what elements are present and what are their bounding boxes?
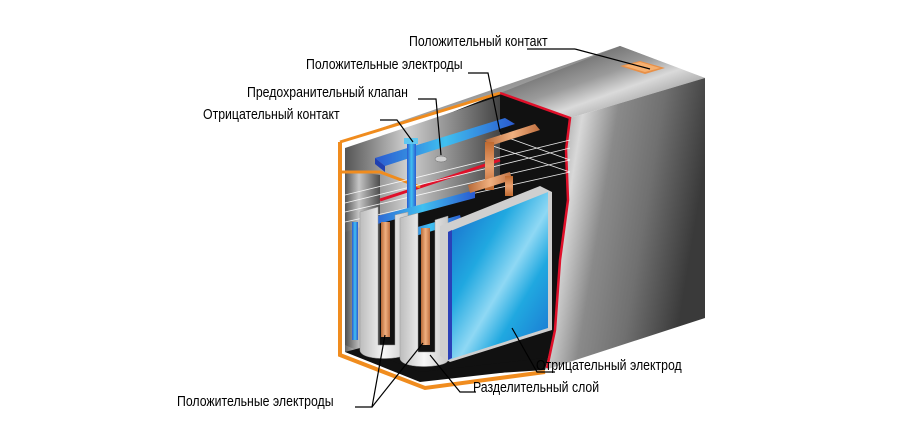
safety-valve xyxy=(434,155,448,163)
label-positive-electrodes-bottom: Положительные электроды xyxy=(177,393,334,410)
casing-edge xyxy=(339,91,501,144)
negative-electrode-front xyxy=(448,192,548,360)
label-negative-contact: Отрицательный контакт xyxy=(203,106,340,123)
label-separator-layer: Разделительный слой xyxy=(473,379,600,396)
shell-side xyxy=(545,78,705,370)
leader-negative-electrode xyxy=(511,327,555,373)
leader-negative-contact xyxy=(380,119,414,143)
label-positive-electrodes-top: Положительные электроды xyxy=(306,56,463,73)
leader-safety-valve xyxy=(418,98,442,156)
label-safety-valve: Предохранительный клапан xyxy=(247,84,408,101)
positive-plate-1 xyxy=(381,222,390,337)
cut-edge xyxy=(499,91,572,369)
leader-positive-electrodes-top xyxy=(468,72,501,133)
label-positive-contact: Положительный контакт xyxy=(409,33,548,50)
leader-positive-contact xyxy=(574,48,651,70)
leader-separator-layer xyxy=(429,354,476,393)
negative-plate-thin-1 xyxy=(352,222,358,340)
positive-plate-2 xyxy=(421,228,430,345)
separator-u-2 xyxy=(399,212,449,367)
label-negative-electrode: Отрицательный электрод xyxy=(536,357,682,374)
positive-contact-post xyxy=(485,142,494,190)
negative-contact-post xyxy=(407,142,416,242)
positive-busbar-top xyxy=(485,124,540,146)
